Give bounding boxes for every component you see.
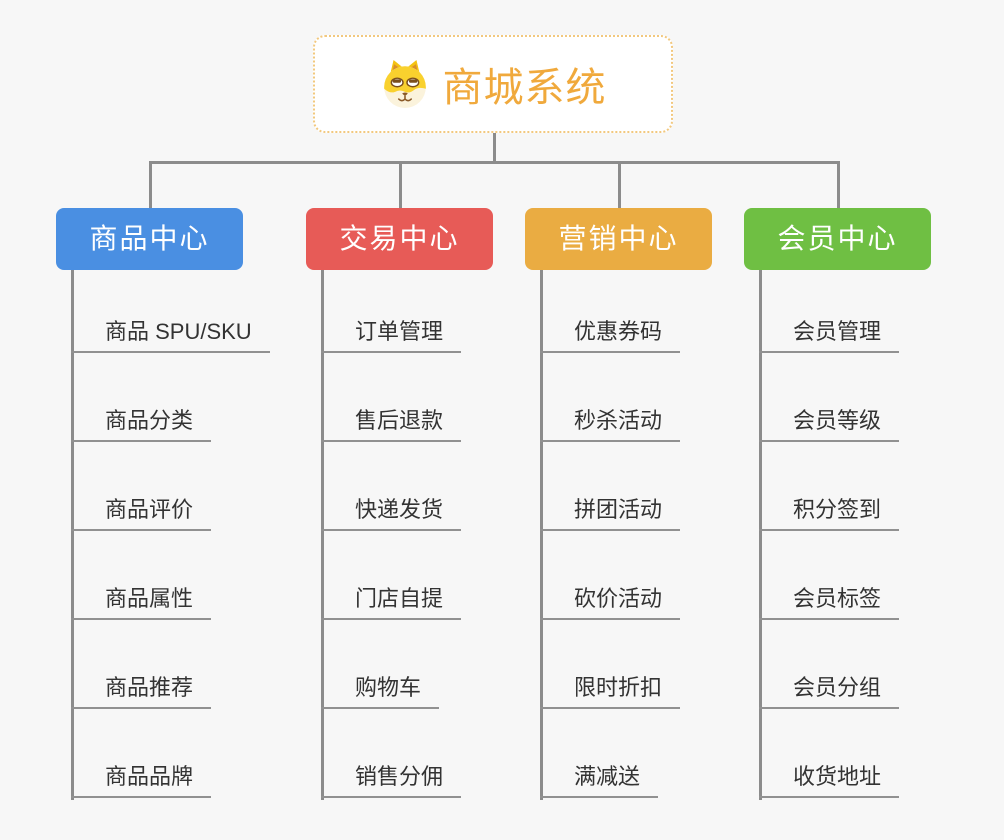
connector-trunk: [540, 270, 543, 800]
connector-drop: [837, 161, 840, 209]
connector-trunk: [71, 270, 74, 800]
root-node[interactable]: 商城系统: [313, 35, 673, 133]
leaf-node[interactable]: 快递发货: [321, 495, 462, 531]
connector-root-stub: [493, 133, 496, 164]
connector-drop: [149, 161, 152, 209]
connector-trunk: [321, 270, 324, 800]
leaf-node[interactable]: 秒杀活动: [540, 406, 681, 442]
connector-bus: [149, 161, 838, 164]
branch-node-member[interactable]: 会员中心: [744, 208, 931, 270]
leaf-node[interactable]: 购物车: [321, 673, 440, 709]
leaf-node[interactable]: 限时折扣: [540, 673, 681, 709]
leaf-node[interactable]: 收货地址: [759, 762, 900, 798]
leaf-node[interactable]: 砍价活动: [540, 584, 681, 620]
leaf-node[interactable]: 商品分类: [71, 406, 212, 442]
leaf-node[interactable]: 门店自提: [321, 584, 462, 620]
leaf-node[interactable]: 满减送: [540, 762, 659, 798]
leaf-node[interactable]: 会员等级: [759, 406, 900, 442]
connector-drop: [399, 161, 402, 209]
leaf-node[interactable]: 积分签到: [759, 495, 900, 531]
connector-drop: [618, 161, 621, 209]
leaf-node[interactable]: 销售分佣: [321, 762, 462, 798]
root-title: 商城系统: [442, 66, 607, 110]
leaf-node[interactable]: 拼团活动: [540, 495, 681, 531]
leaf-node[interactable]: 订单管理: [321, 317, 462, 353]
leaf-node[interactable]: 会员标签: [759, 584, 900, 620]
branch-node-trade[interactable]: 交易中心: [306, 208, 493, 270]
connector-trunk: [759, 270, 762, 800]
dog-face-logo-icon: [383, 60, 426, 108]
leaf-node[interactable]: 售后退款: [321, 406, 462, 442]
leaf-node[interactable]: 商品 SPU/SKU: [71, 317, 270, 353]
leaf-node[interactable]: 商品评价: [71, 495, 212, 531]
branch-node-marketing[interactable]: 营销中心: [525, 208, 712, 270]
leaf-node[interactable]: 商品品牌: [71, 762, 212, 798]
leaf-node[interactable]: 优惠券码: [540, 317, 681, 353]
leaf-node[interactable]: 商品属性: [71, 584, 212, 620]
branch-node-product[interactable]: 商品中心: [56, 208, 243, 270]
leaf-node[interactable]: 会员分组: [759, 673, 900, 709]
leaf-node[interactable]: 商品推荐: [71, 673, 212, 709]
leaf-node[interactable]: 会员管理: [759, 317, 900, 353]
